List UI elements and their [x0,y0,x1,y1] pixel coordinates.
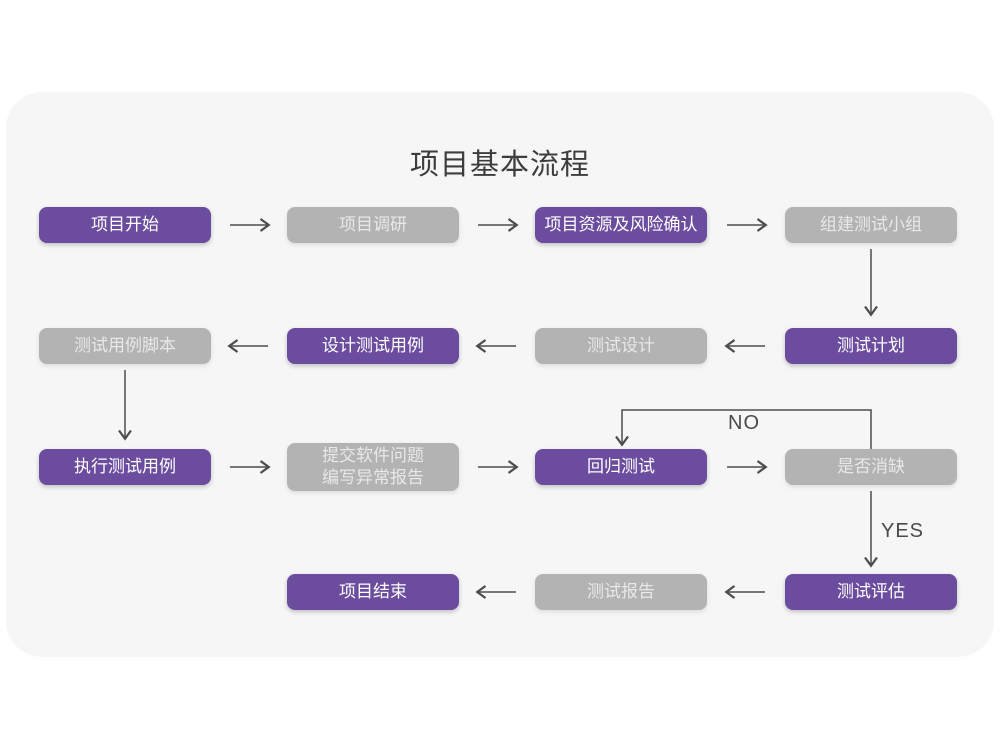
no-branch-label: NO [728,412,760,434]
node-project-research: 项目调研 [287,207,459,243]
node-test-evaluation: 测试评估 [785,574,957,610]
node-execute-test-case: 执行测试用例 [39,449,211,485]
flowchart-card [6,92,994,657]
node-defect-cleared-check: 是否消缺 [785,449,957,485]
page-title: 项目基本流程 [409,149,590,181]
node-project-end: 项目结束 [287,574,459,610]
node-test-design: 测试设计 [535,328,707,364]
yes-branch-label: YES [881,520,925,542]
node-submit-issues: 提交软件问题 编写异常报告 [287,443,459,491]
node-build-test-team: 组建测试小组 [785,207,957,243]
node-test-case-script: 测试用例脚本 [39,328,211,364]
node-resources-risk: 项目资源及风险确认 [535,207,707,243]
node-design-test-case: 设计测试用例 [287,328,459,364]
node-project-start: 项目开始 [39,207,211,243]
node-regression-test: 回归测试 [535,449,707,485]
node-test-report: 测试报告 [535,574,707,610]
node-test-plan: 测试计划 [785,328,957,364]
